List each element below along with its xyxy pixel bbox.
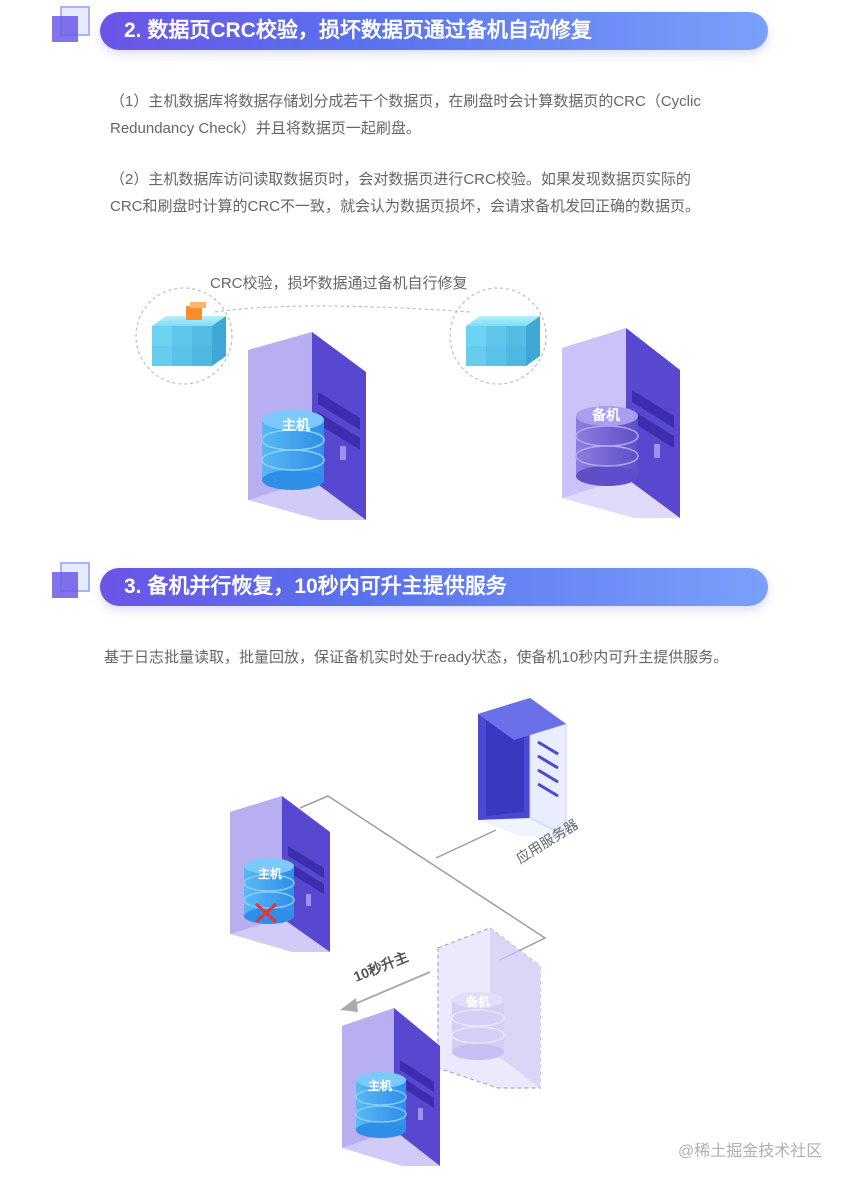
app-server: [478, 697, 567, 837]
section3-title: 3. 备机并行恢复，10秒内可升主提供服务: [100, 568, 768, 606]
damaged-page-block: [186, 306, 202, 320]
standby-db-cylinder: [575, 406, 639, 486]
failed-primary-server: [230, 796, 330, 952]
network-line: [299, 795, 547, 961]
section2-title: 2. 数据页CRC校验，损坏数据页通过备机自动修复: [100, 12, 768, 50]
section2-para1-line1: （1）主机数据库将数据存储划分成若干个数据页，在刷盘时会计算数据页的CRC（Cy…: [110, 93, 701, 110]
standby-server: 备机: [562, 328, 680, 518]
promotion-arrow: [340, 971, 431, 1012]
data-page-cubes-healthy: [449, 287, 547, 385]
header-deco-square: [52, 16, 78, 42]
section3-header: 3. 备机并行恢复，10秒内可升主提供服务: [52, 562, 768, 610]
section2-header: 2. 数据页CRC校验，损坏数据页通过备机自动修复: [52, 6, 768, 54]
header-deco-square: [52, 572, 78, 598]
app-server-link: [435, 829, 497, 859]
standby-faded-label: 备机: [465, 994, 490, 1009]
standby-label: 备机: [591, 407, 620, 423]
section2-para2-line2: CRC和刷盘时计算的CRC不一致，就会认为数据页损坏，会请求备机发回正确的数据页…: [110, 198, 700, 215]
crc-caption: CRC校验，损坏数据通过备机自行修复: [210, 274, 468, 292]
standby-server-faded: [437, 927, 541, 1089]
dashed-link-line: [214, 305, 471, 313]
section3-para: 基于日志批量读取，批量回放，保证备机实时处于ready状态，使备机10秒内可升主…: [104, 649, 729, 666]
primary-label: 主机: [282, 417, 310, 433]
primary-db-cylinder: [261, 410, 325, 490]
new-primary-server: [342, 1008, 440, 1166]
failed-primary-label: 主机: [258, 866, 282, 881]
section2-para1-line2: Redundancy Check）并且将数据页一起刷盘。: [110, 120, 421, 137]
crc-repair-diagram: CRC校验，损坏数据通过备机自行修复: [135, 274, 680, 520]
new-primary-label: 主机: [368, 1078, 392, 1093]
watermark: @稀土掘金技术社区: [678, 1142, 822, 1160]
app-server-label: 应用服务器: [513, 816, 581, 867]
primary-server: 主机: [248, 332, 366, 520]
failure-x-icon: [254, 902, 278, 924]
promotion-arrow-label: 10秒升主: [351, 948, 410, 984]
section2-para2-line1: （2）主机数据库访问读取数据页时，会对数据页进行CRC校验。如果发现数据页实际的: [110, 171, 691, 188]
data-page-cubes-damaged: [135, 287, 233, 385]
